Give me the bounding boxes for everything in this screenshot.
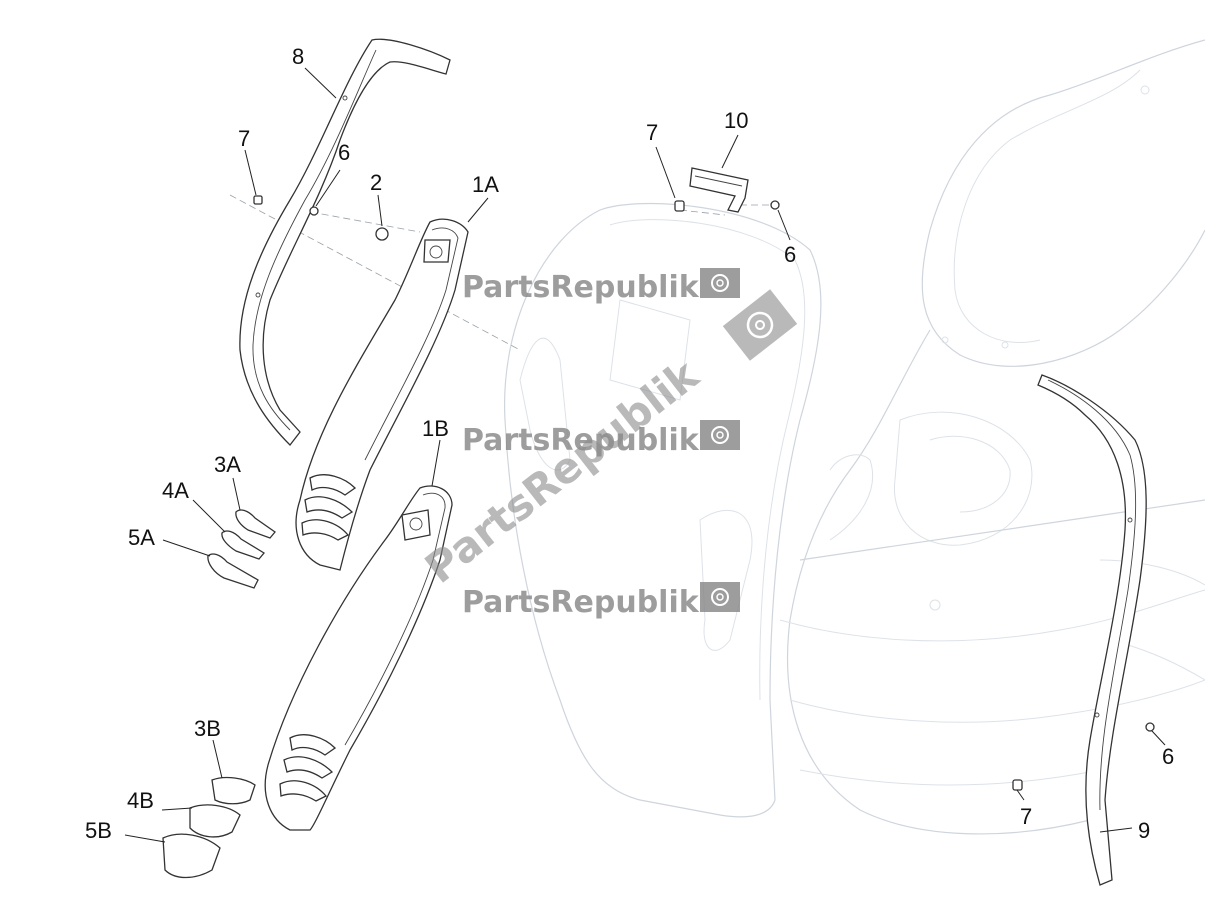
label-part-9: 9	[1138, 818, 1150, 843]
screw-6a	[309, 206, 319, 216]
horn-cover-1A	[295, 218, 469, 571]
screw-6b	[770, 200, 780, 210]
leader-lines	[124, 67, 1166, 843]
trim-part-8	[239, 38, 451, 446]
label-part-5A: 5A	[128, 525, 155, 550]
watermark-text: PartsRepublik	[462, 270, 700, 305]
label-part-5B: 5B	[85, 818, 112, 843]
gear-icon	[711, 426, 729, 444]
label-part-3A: 3A	[214, 452, 241, 477]
label-part-6-upper-left: 6	[338, 140, 350, 165]
label-part-6-lower-right: 6	[1162, 744, 1174, 769]
watermark-2: PartsRepublik	[462, 420, 740, 458]
grommet-2	[375, 227, 389, 241]
clip-7a	[253, 195, 263, 205]
label-part-6-upper-right: 6	[784, 242, 796, 267]
watermark-1: PartsRepublik	[462, 268, 740, 305]
label-part-7-lower-right: 7	[1020, 804, 1032, 829]
label-part-7-upper-right: 7	[646, 120, 658, 145]
watermark-diagonal-text: PartsRepublik	[416, 350, 708, 593]
clip-7c	[1012, 779, 1023, 791]
label-part-8: 8	[292, 44, 304, 69]
watermark-text: PartsRepublik	[462, 585, 700, 620]
bracket-part-10	[689, 167, 749, 213]
clip-7b	[674, 200, 685, 212]
gear-icon	[746, 311, 774, 339]
label-part-4B: 4B	[127, 788, 154, 813]
label-part-1A: 1A	[472, 172, 499, 197]
fasteners	[253, 195, 1155, 791]
scooter-body-outline	[503, 39, 1205, 835]
label-part-4A: 4A	[162, 478, 189, 503]
trim-part-9	[1037, 374, 1147, 886]
trims-B	[162, 776, 256, 879]
label-part-2: 2	[370, 170, 382, 195]
gear-icon	[711, 588, 729, 606]
assembly-lines	[229, 194, 775, 351]
trims-A	[207, 509, 276, 589]
label-part-3B: 3B	[194, 716, 221, 741]
gear-icon	[711, 274, 729, 292]
watermark-text: PartsRepublik	[462, 423, 700, 458]
part-labels: 8 7 6 2 1A 7 10 6 1B 3A 4A 5A 3B 4B 5B 6…	[85, 44, 1174, 843]
label-part-1B: 1B	[422, 416, 449, 441]
label-part-7-upper-left: 7	[238, 126, 250, 151]
watermark-3: PartsRepublik	[462, 582, 740, 620]
label-part-10: 10	[724, 108, 748, 133]
screw-6c	[1145, 722, 1155, 732]
horn-cover-1B	[264, 485, 453, 831]
